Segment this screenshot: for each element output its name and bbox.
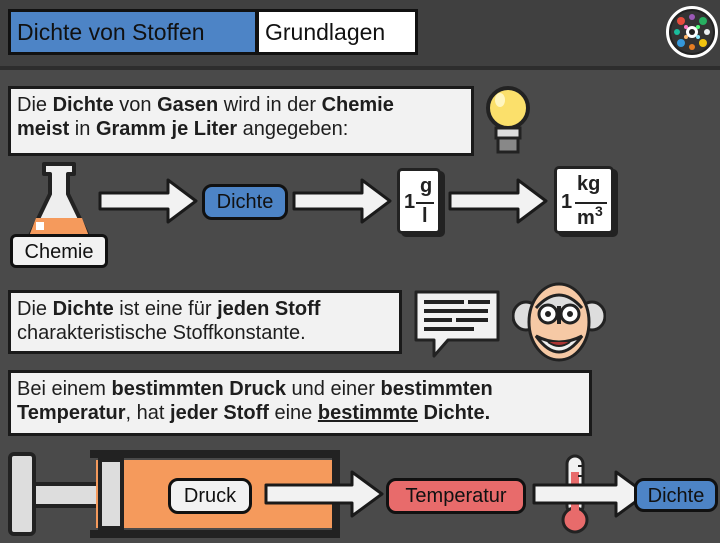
professor-icon: [511, 278, 607, 368]
dichte-label-2: Dichte: [634, 478, 718, 512]
page-subtitle: Grundlagen: [256, 9, 418, 55]
arrow-flask-to-dichte: [98, 178, 198, 224]
page-title: Dichte von Stoffen: [8, 9, 258, 55]
arrow-temperatur-to-dichte: [532, 470, 648, 518]
stoffkonstante-info-panel: Die Dichte ist eine für jeden Stoff char…: [8, 290, 402, 354]
unit-kilogram-per-cubic-meter: 1 kg m 3: [554, 166, 614, 234]
arrow-dichte-to-unit1: [292, 178, 392, 224]
druck-label: Druck: [168, 478, 252, 514]
arrow-druck-to-temperatur: [264, 470, 384, 518]
speech-bubble-icon: [412, 288, 502, 362]
arrow-unit1-to-unit2: [448, 178, 548, 224]
mosaic-logo-icon: [666, 6, 718, 58]
unit-gram-per-liter: 1 g l: [397, 168, 441, 234]
chemie-label: Chemie: [10, 234, 108, 268]
dichte-label-1: Dichte: [202, 184, 288, 220]
gas-density-info-panel: Die Dichte von Gasen wird in der Chemie …: [8, 86, 474, 156]
header-divider: [0, 66, 720, 70]
conditions-info-panel: Bei einem bestimmten Druck und einer bes…: [8, 370, 592, 436]
temperatur-label: Temperatur: [386, 478, 526, 514]
lightbulb-icon: [478, 82, 538, 158]
